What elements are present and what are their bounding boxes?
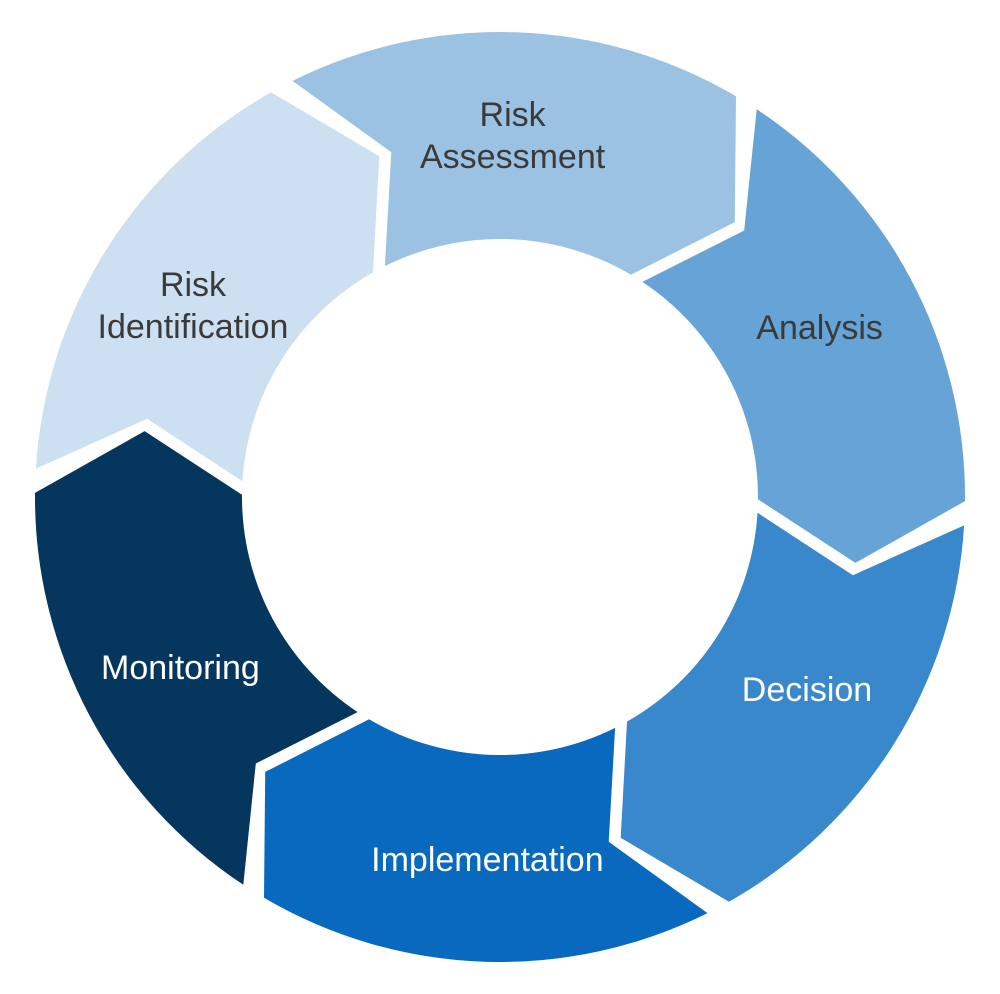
cycle-step-label: Implementation — [371, 841, 603, 879]
cycle-step-analysis: Analysis — [642, 109, 966, 563]
cycle-step-label-line: Implementation — [371, 841, 603, 879]
cycle-step-label-line: Risk — [480, 96, 547, 134]
cycle-step-shape — [34, 431, 358, 885]
cycle-step-label-line: Risk — [160, 266, 227, 304]
cycle-step-label-line: Assessment — [420, 138, 606, 176]
cycle-step-label: Decision — [742, 671, 872, 709]
cycle-step-shape — [292, 32, 736, 275]
cycle-step-shape — [642, 109, 966, 563]
cycle-step-label-line: Decision — [742, 671, 872, 709]
cycle-step-shape — [620, 512, 965, 902]
cycle-step-label: Analysis — [756, 309, 883, 347]
cycle-step-implementation: Implementation — [264, 719, 708, 962]
cycle-step-label-line: Monitoring — [101, 649, 260, 687]
cycle-step-decision: Decision — [620, 512, 965, 902]
cycle-step-label-line: Identification — [98, 308, 289, 346]
cycle-step-label-line: Analysis — [756, 309, 883, 347]
cycle-step-label: Monitoring — [101, 649, 260, 687]
cycle-step-shape — [35, 92, 380, 482]
cycle-step-monitoring: Monitoring — [34, 431, 358, 885]
cycle-step-shape — [264, 719, 708, 962]
